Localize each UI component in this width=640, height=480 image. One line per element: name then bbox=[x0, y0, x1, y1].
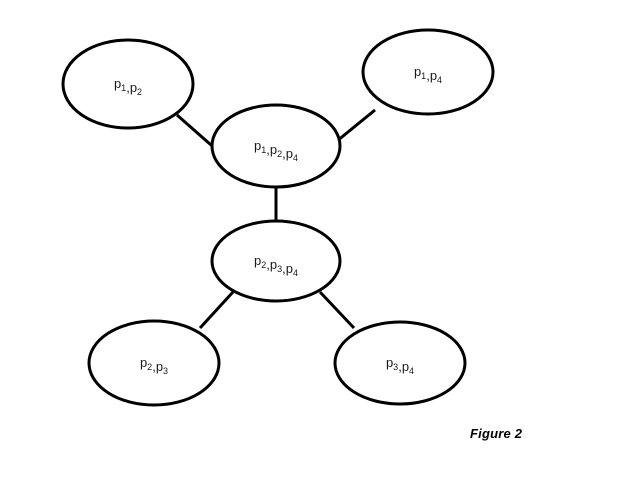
edge-p2p3p4-to-p2p3 bbox=[198, 290, 235, 330]
node-p1-p4-label: p1,p4 bbox=[414, 64, 442, 85]
node-p2-p3-p4-shape bbox=[210, 219, 342, 303]
node-p2-p3-p4-label: p2,p3,p4 bbox=[254, 253, 298, 278]
node-p2-p3[interactable]: p2,p3 bbox=[87, 319, 221, 407]
figure-caption: Figure 2 bbox=[470, 426, 523, 441]
edge-p2p3p4-to-p3p4 bbox=[318, 290, 356, 330]
node-p1-p2-p4-label: p1,p2,p4 bbox=[254, 138, 298, 163]
node-p1-p4[interactable]: p1,p4 bbox=[361, 28, 495, 116]
node-p1-p2-p4[interactable]: p1,p2,p4 bbox=[210, 103, 342, 189]
node-p3-p4-shape bbox=[333, 320, 467, 406]
node-p1-p2-p4-shape bbox=[210, 103, 342, 189]
node-p2-p3-shape bbox=[87, 319, 221, 407]
node-layer: p1,p2 p1,p4 p1,p2,p4 p2,p3,p4 p2,p3 p3,p4 bbox=[61, 28, 495, 407]
node-p1-p4-shape bbox=[361, 28, 495, 116]
node-p1-p2-shape bbox=[61, 38, 195, 130]
node-p1-p2-label: p1,p2 bbox=[114, 76, 142, 97]
node-p3-p4[interactable]: p3,p4 bbox=[333, 320, 467, 406]
edge-p1p2p4-to-p1p4 bbox=[336, 108, 376, 143]
node-p3-p4-label: p3,p4 bbox=[386, 355, 414, 376]
node-p2-p3-p4[interactable]: p2,p3,p4 bbox=[210, 219, 342, 303]
node-p1-p2[interactable]: p1,p2 bbox=[61, 38, 195, 130]
node-p2-p3-label: p2,p3 bbox=[140, 355, 168, 376]
